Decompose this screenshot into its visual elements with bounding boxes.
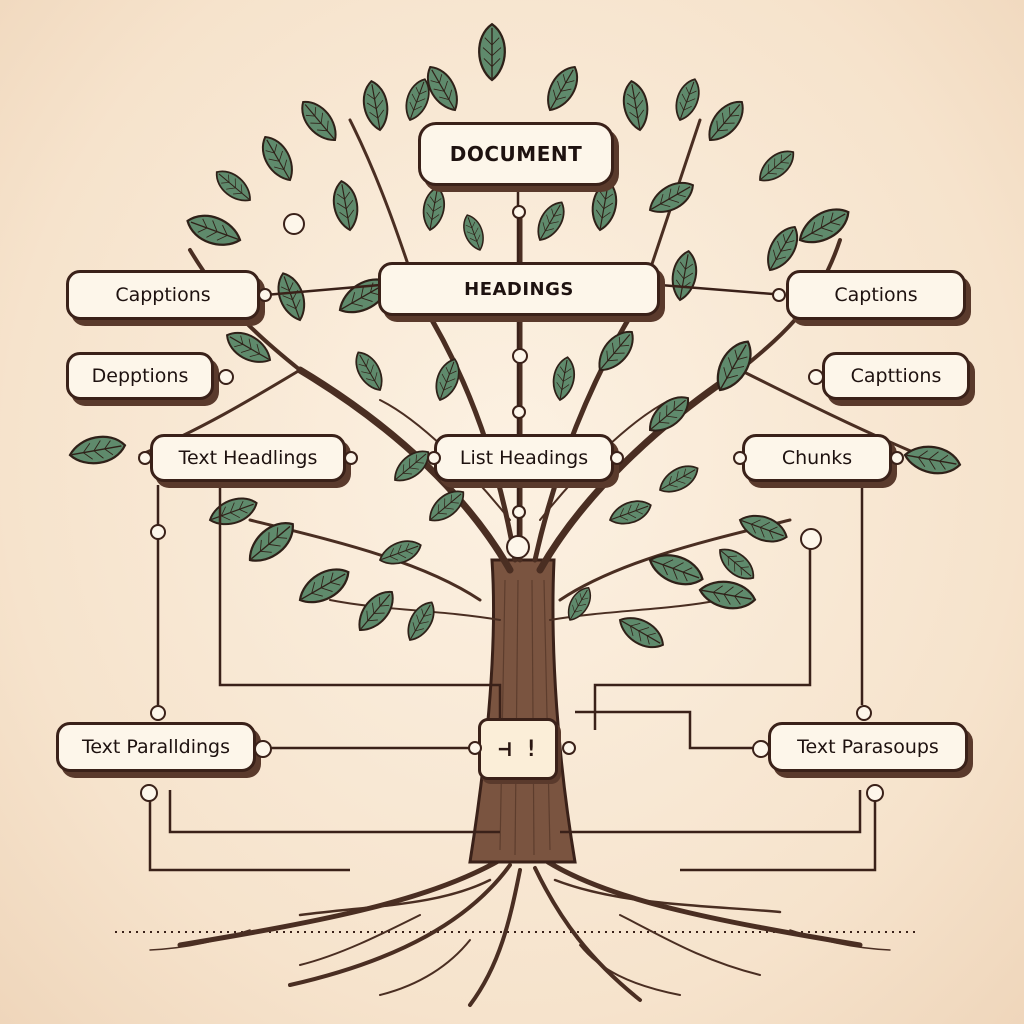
connector-dot [150,524,166,540]
node-captions-right: Captions [786,270,966,320]
connector-dot [283,213,305,235]
node-headings: HEADINGS [378,262,660,316]
connector-dot [138,451,152,465]
node-text-paralldings: Text Paralldings [56,722,256,772]
node-list-headings: List Headings [434,434,614,482]
connector-dot [890,451,904,465]
connector-dot [512,505,526,519]
connector-dot [733,451,747,465]
node-text-parasoups: Text Parasoups [768,722,968,772]
node-captions-left: Capptions [66,270,260,320]
connector-dot [427,451,441,465]
connector-dot [752,740,770,758]
connector-dot [506,535,530,559]
connector-dot [218,369,234,385]
connector-dot [140,784,158,802]
connector-dot [512,205,526,219]
connector-dot [856,705,872,721]
node-depptions: Depptions [66,352,214,400]
node-text-headlings: Text Headlings [150,434,346,482]
trunk-glyph-box: ⊣ ! [478,718,558,780]
connector-dot [150,705,166,721]
tree-roots [149,857,891,1007]
connector-dot [772,288,786,302]
connector-dot [800,528,822,550]
node-capttions-right: Capttions [822,352,970,400]
connector-dot [468,741,482,755]
connector-dot [512,348,528,364]
connector-dot [512,405,526,419]
connector-dot [562,741,576,755]
connector-dot [610,451,624,465]
connector-dot [258,288,272,302]
node-chunks: Chunks [742,434,892,482]
connector-dot [254,740,272,758]
node-document: DOCUMENT [418,122,614,186]
connector-dot [866,784,884,802]
tree-trunk [468,558,577,864]
connector-dot [344,451,358,465]
connector-lines [148,190,877,872]
connector-dot [808,369,824,385]
